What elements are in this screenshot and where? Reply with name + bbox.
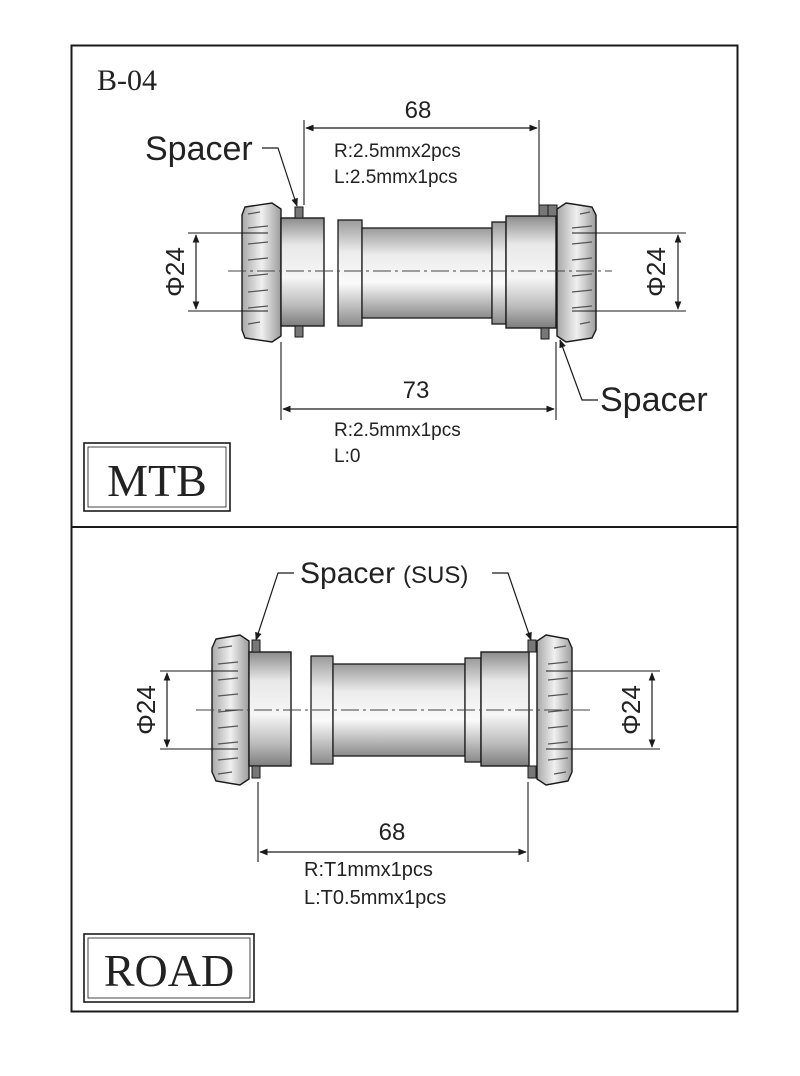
road-spacer-left-leader: [255, 572, 294, 641]
mtb-spacer-bottom-leader: [559, 339, 598, 401]
mtb-label: MTB: [107, 455, 207, 506]
mtb-left-cup: [241, 202, 325, 343]
road-label-box: [83, 933, 255, 1003]
mtb-axle: [337, 219, 507, 327]
mtb-right-cup: [505, 202, 597, 343]
road-spacer-material: (SUS): [403, 562, 468, 589]
mtb-top-note-r: R:2.5mmx2pcs: [334, 141, 461, 162]
road-spacer-right-leader: [492, 572, 532, 641]
mtb-spacer-top-leader: [262, 147, 298, 207]
road-dimension: 68: [379, 819, 406, 846]
mtb-diameter-left: Φ24: [160, 247, 190, 297]
mtb-spacer-bottom-label: Spacer: [600, 381, 708, 419]
mtb-spacer-top-label: Spacer: [145, 130, 253, 168]
mtb-diameter-right: Φ24: [641, 247, 671, 297]
road-diameter-left: Φ24: [131, 685, 161, 735]
mtb-top-dimension: 68: [405, 97, 432, 124]
mtb-bottom-note-l: L:0: [334, 446, 360, 467]
mtb-label-box: [83, 442, 231, 512]
drawing-frame: [70, 44, 739, 1013]
road-note-r: R:T1mmx1pcs: [304, 859, 433, 881]
drawing-code: B-04: [97, 64, 157, 97]
mtb-section: 68 R:2.5mmx2pcs L:2.5mmx1pcs Spacer 73 R…: [83, 97, 708, 512]
road-label: ROAD: [104, 945, 234, 996]
road-section: Spacer (SUS) 68 R:T1mmx1pcs L:T0.5mmx1pc…: [83, 557, 660, 1003]
mtb-bottom-dimension: 73: [403, 377, 430, 404]
road-left-cup: [211, 634, 292, 786]
road-note-l: L:T0.5mmx1pcs: [304, 887, 446, 909]
mtb-top-note-l: L:2.5mmx1pcs: [334, 167, 458, 188]
road-spacer-label: Spacer: [300, 557, 395, 590]
mtb-bottom-note-r: R:2.5mmx1pcs: [334, 420, 461, 441]
road-diameter-right: Φ24: [616, 685, 646, 735]
